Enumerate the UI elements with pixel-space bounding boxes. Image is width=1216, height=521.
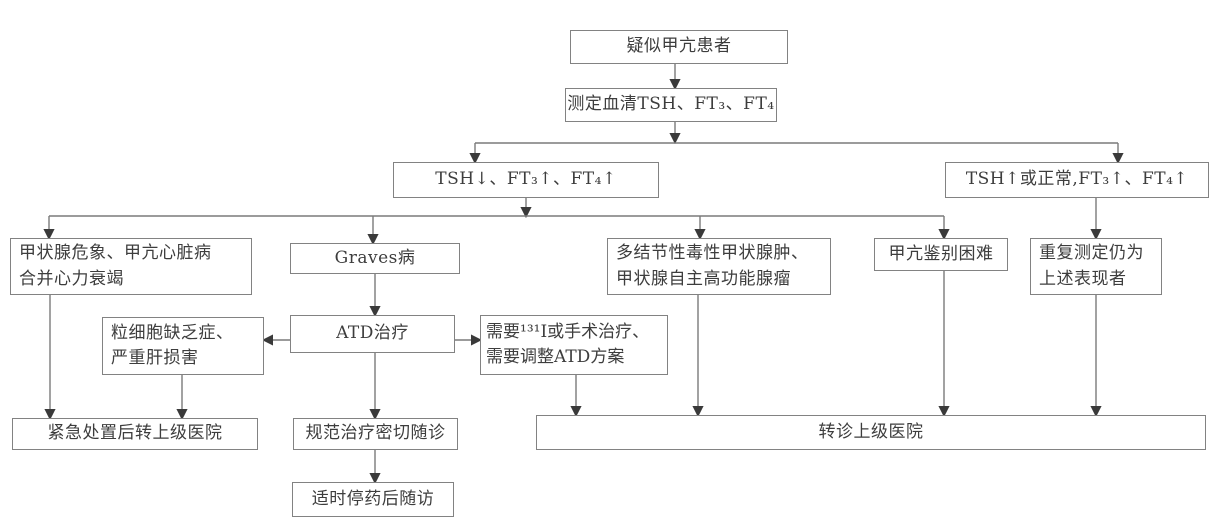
node-differential-difficulty: 甲亢鉴别困难	[874, 238, 1008, 271]
node-atd-treatment: ATD治疗	[290, 315, 455, 353]
node-measure-serum-tsh-ft3-ft4: 测定血清TSH、FT₃、FT₄	[565, 88, 777, 122]
node-agranulocytosis-liver-damage: 粒细胞缺乏症、 严重肝损害	[102, 317, 264, 375]
node-refer-to-higher-hospital: 转诊上级医院	[536, 415, 1206, 450]
node-tsh-high-or-normal: TSH↑或正常,FT₃↑、FT₄↑	[945, 162, 1209, 198]
node-need-radioiodine-or-surgery: 需要¹³¹I或手术治疗、 需要调整ATD方案	[480, 315, 668, 375]
node-multinodular-toxic-goiter: 多结节性毒性甲状腺肿、 甲状腺自主高功能腺瘤	[607, 238, 831, 295]
node-repeat-measurement-same: 重复测定仍为 上述表现者	[1030, 238, 1162, 295]
node-graves-disease: Graves病	[290, 243, 460, 274]
node-suspected-hyperthyroidism: 疑似甲亢患者	[570, 30, 788, 64]
node-tsh-low-ft3-ft4-high: TSH↓、FT₃↑、FT₄↑	[393, 162, 659, 198]
node-thyroid-crisis-heart-disease: 甲状腺危象、甲亢心脏病 合并心力衰竭	[10, 238, 252, 295]
node-standard-treatment-followup: 规范治疗密切随诊	[293, 418, 458, 450]
node-emergency-then-transfer: 紧急处置后转上级医院	[12, 418, 258, 450]
node-stop-medication-followup: 适时停药后随访	[292, 482, 454, 517]
